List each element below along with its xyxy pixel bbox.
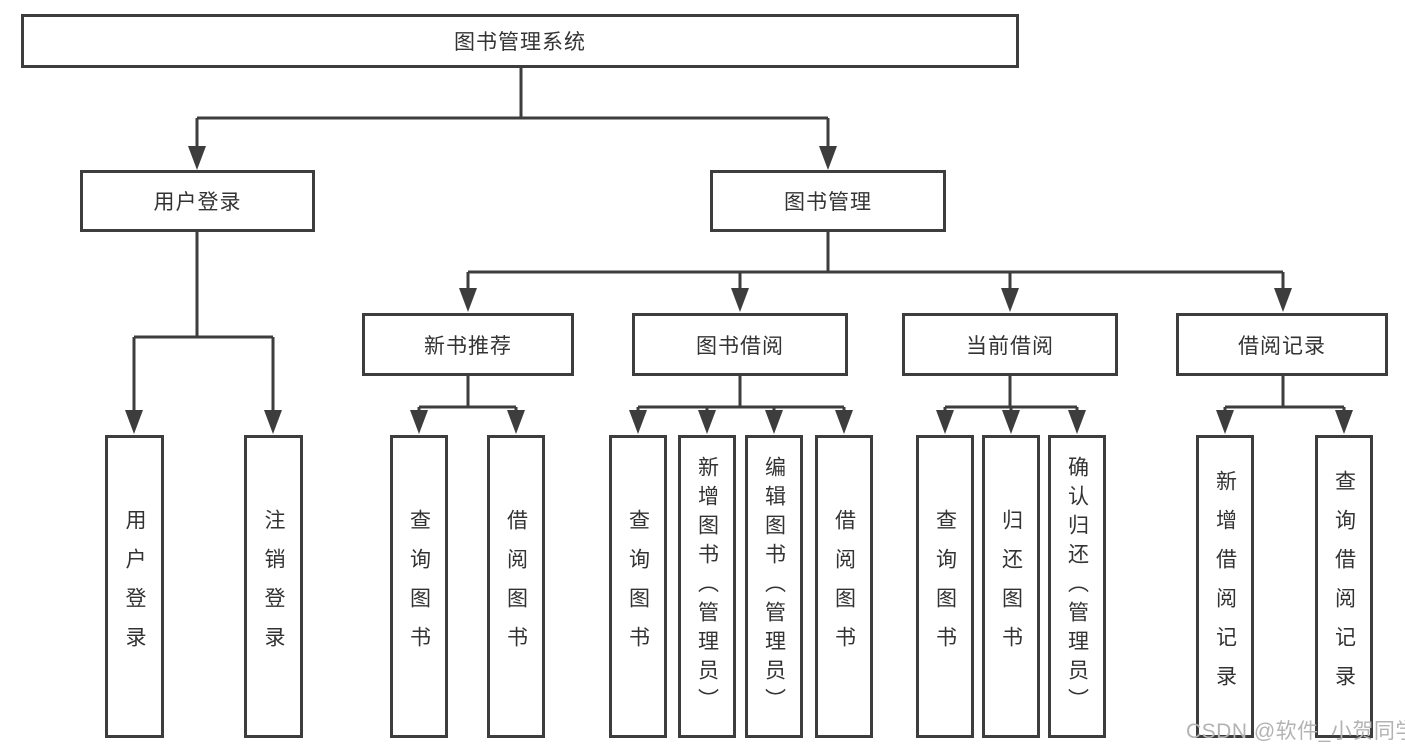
leaf-user-login-label: 用户登录 bbox=[123, 508, 146, 665]
node-book-borrow: 图书借阅 bbox=[632, 313, 848, 376]
leaf-query-borrow-record-label: 查询借阅记录 bbox=[1332, 469, 1356, 704]
leaf-query-books-2-label: 查询图书 bbox=[626, 508, 650, 665]
node-book-management: 图书管理 bbox=[710, 170, 946, 232]
node-library-system: 图书管理系统 bbox=[21, 14, 1019, 68]
node-borrow-records-label: 借阅记录 bbox=[1238, 334, 1326, 358]
node-user-login: 用户登录 bbox=[80, 170, 315, 232]
leaf-query-books-2: 查询图书 bbox=[609, 435, 667, 738]
node-library-system-label: 图书管理系统 bbox=[454, 31, 586, 54]
node-user-login-label: 用户登录 bbox=[153, 191, 242, 214]
arrowhead-icon bbox=[125, 146, 1353, 434]
node-book-management-label: 图书管理 bbox=[784, 191, 872, 214]
leaf-borrow-books-2-label: 借阅图书 bbox=[832, 508, 856, 665]
leaf-logout-label: 注销登录 bbox=[262, 508, 285, 665]
leaf-return-book: 归还图书 bbox=[982, 435, 1040, 738]
leaf-return-book-label: 归还图书 bbox=[999, 508, 1023, 665]
leaf-query-books-3: 查询图书 bbox=[916, 435, 974, 738]
leaf-borrow-books: 借阅图书 bbox=[487, 435, 545, 738]
node-new-book-recommend: 新书推荐 bbox=[362, 313, 574, 376]
leaf-add-borrow-record: 新增借阅记录 bbox=[1196, 435, 1254, 738]
leaf-query-borrow-record: 查询借阅记录 bbox=[1315, 435, 1373, 738]
leaf-edit-book-admin: 编辑图书（管理员） bbox=[745, 435, 803, 738]
leaf-confirm-return-admin-label: 确认归还（管理员） bbox=[1065, 456, 1089, 717]
leaf-confirm-return-admin: 确认归还（管理员） bbox=[1048, 435, 1106, 738]
leaf-logout: 注销登录 bbox=[244, 435, 303, 738]
leaf-borrow-books-label: 借阅图书 bbox=[504, 508, 528, 665]
leaf-user-login: 用户登录 bbox=[105, 435, 164, 738]
node-new-book-recommend-label: 新书推荐 bbox=[424, 334, 512, 358]
leaf-query-books-3-label: 查询图书 bbox=[933, 508, 957, 665]
leaf-edit-book-admin-label: 编辑图书（管理员） bbox=[762, 456, 786, 717]
leaf-add-borrow-record-label: 新增借阅记录 bbox=[1213, 469, 1237, 704]
leaf-query-books: 查询图书 bbox=[390, 435, 448, 738]
node-borrow-records: 借阅记录 bbox=[1176, 313, 1388, 376]
leaf-borrow-books-2: 借阅图书 bbox=[815, 435, 873, 738]
node-book-borrow-label: 图书借阅 bbox=[696, 334, 784, 358]
leaf-add-book-admin-label: 新增图书（管理员） bbox=[695, 456, 719, 717]
csdn-watermark: CSDN @软件_小贺同学 bbox=[1186, 720, 1405, 743]
node-current-borrow-label: 当前借阅 bbox=[966, 334, 1054, 358]
node-current-borrow: 当前借阅 bbox=[902, 313, 1118, 376]
leaf-query-books-label: 查询图书 bbox=[407, 508, 431, 665]
leaf-add-book-admin: 新增图书（管理员） bbox=[678, 435, 736, 738]
